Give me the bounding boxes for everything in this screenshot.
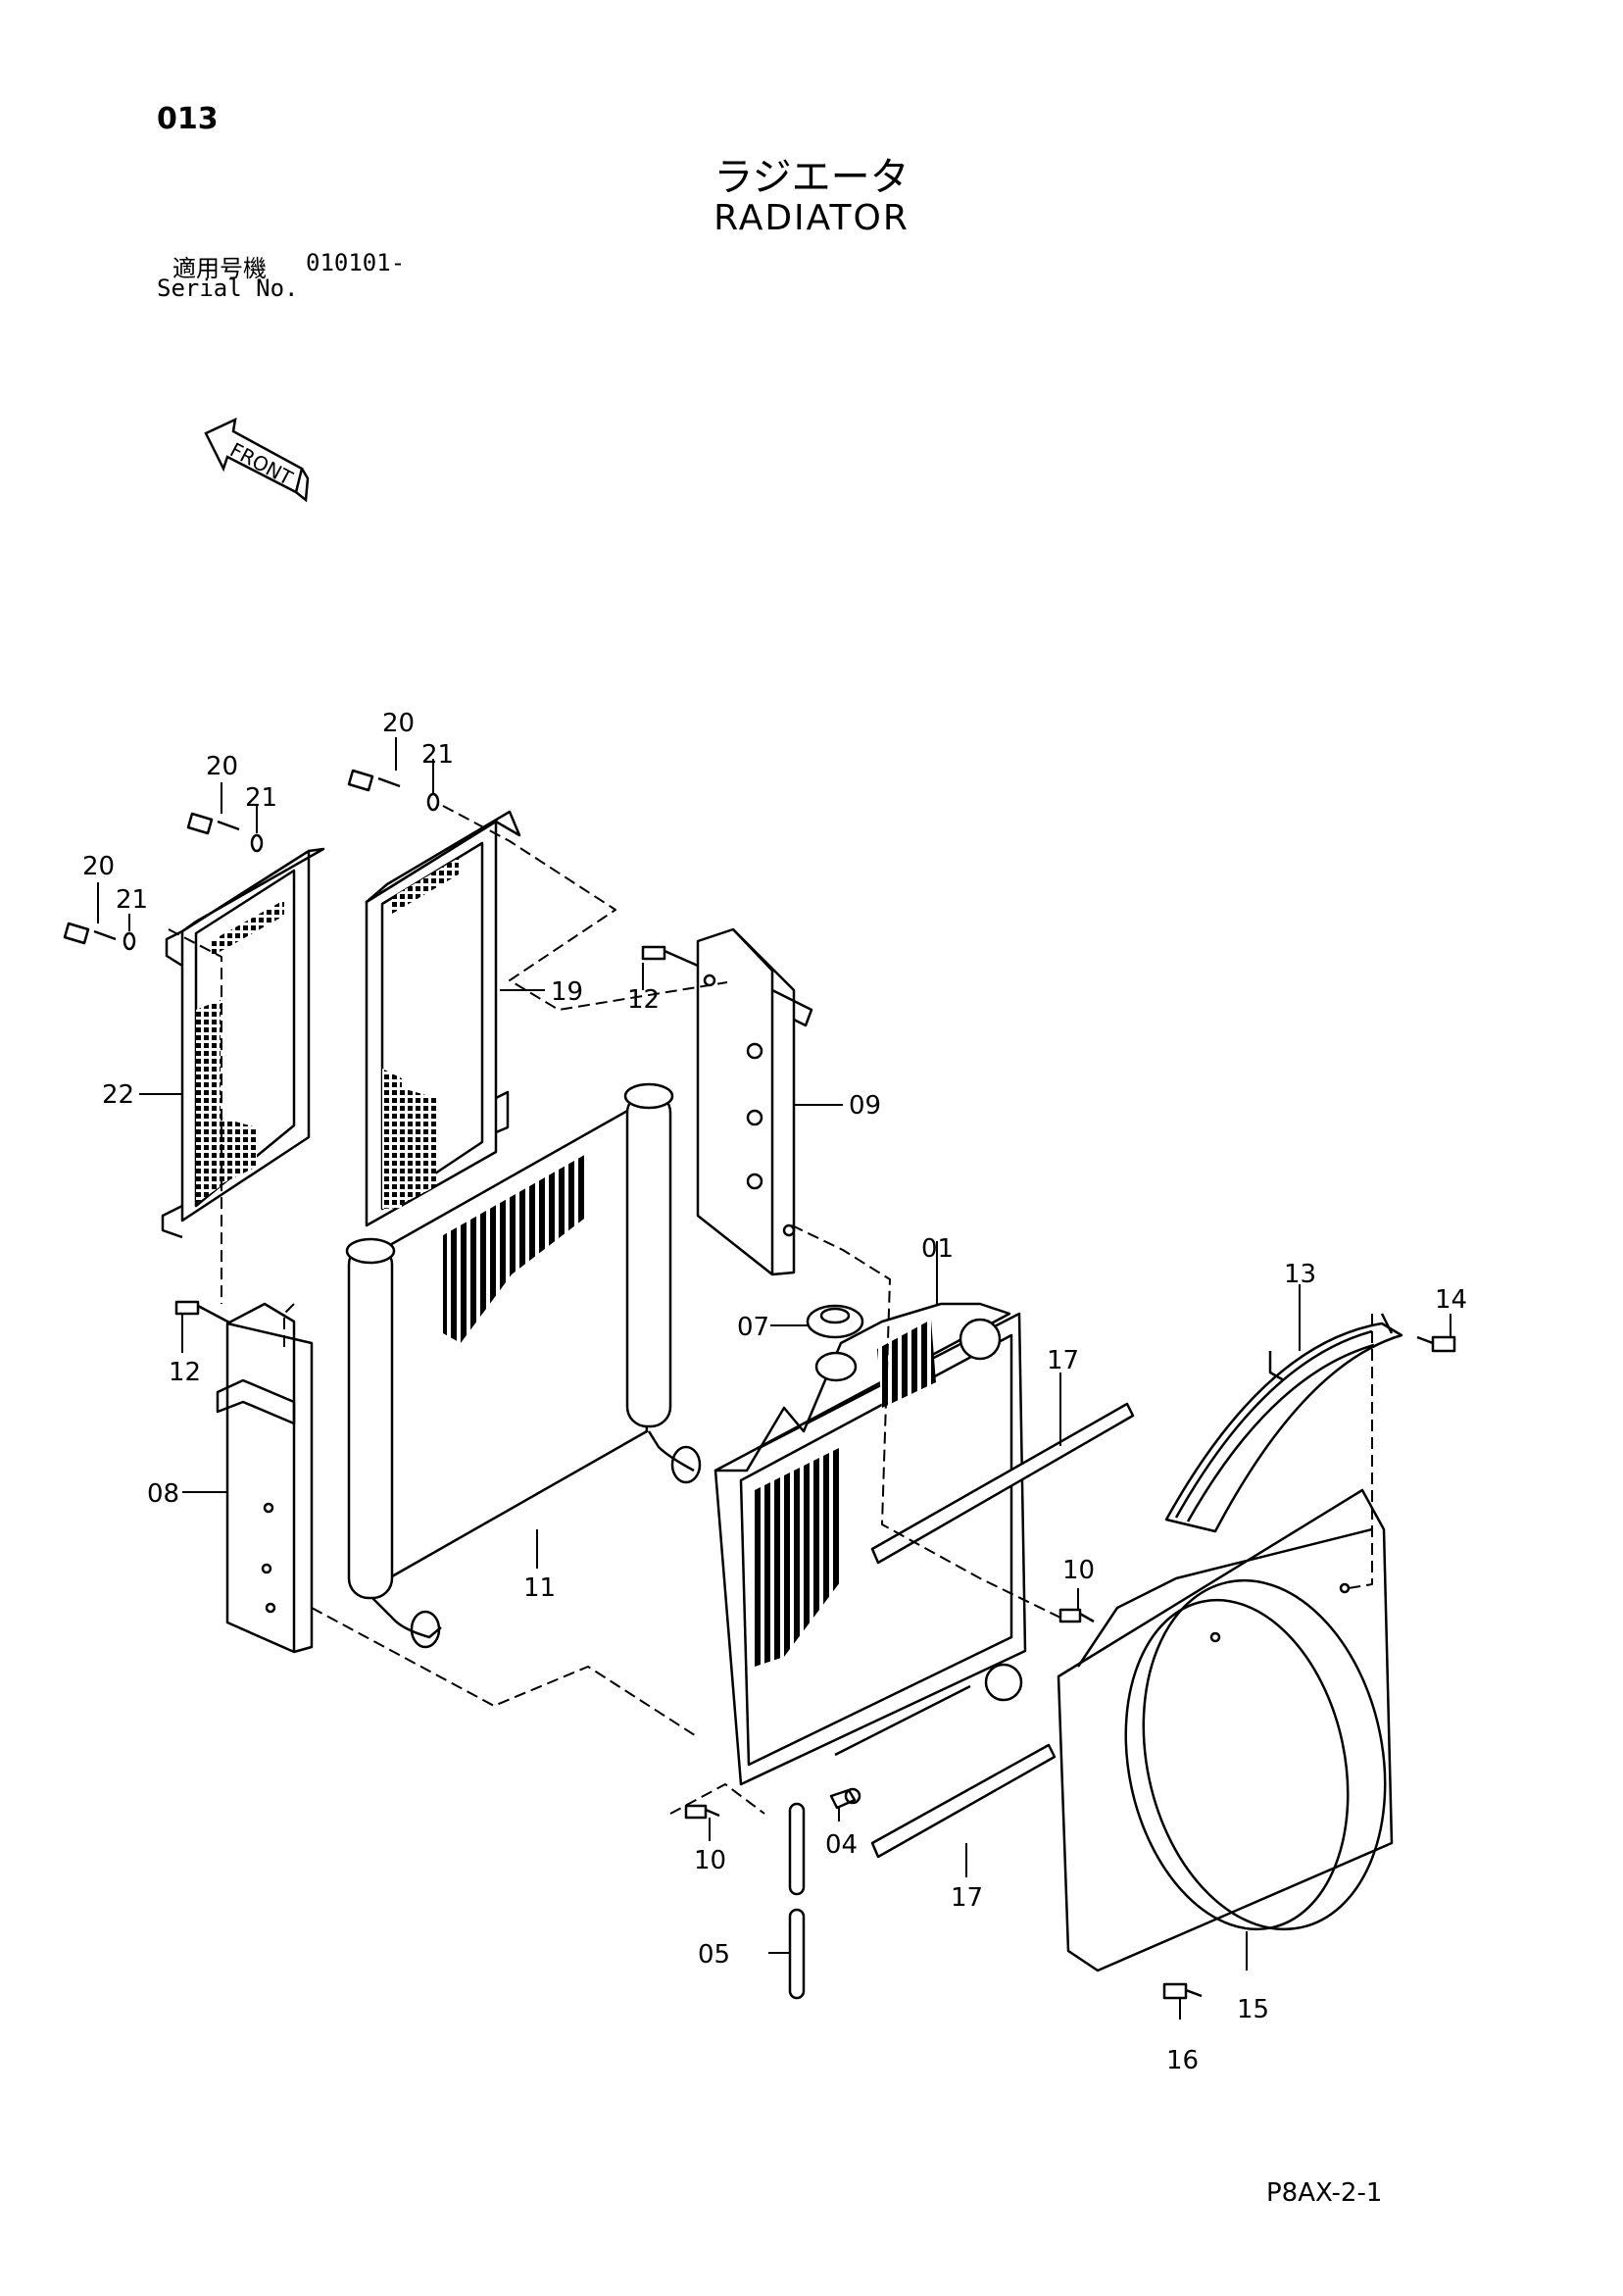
leader-lines [97, 737, 1451, 2020]
callout-07: 07 [737, 1313, 769, 1342]
callout-21-middle: 21 [245, 783, 277, 813]
page-title-english: RADIATOR [713, 198, 910, 238]
callout-15: 15 [1237, 1995, 1269, 2024]
bolt-12-upper [641, 945, 699, 968]
callout-01: 01 [921, 1234, 954, 1264]
bolt-14 [1416, 1335, 1456, 1353]
callout-16: 16 [1166, 2046, 1199, 2075]
bracket-09 [696, 927, 813, 1276]
callout-08: 08 [147, 1479, 179, 1509]
serial-number-value: 010101- [306, 249, 406, 276]
seal-strip-17-lower [870, 1743, 1057, 1859]
wing-bolts-20 [63, 769, 440, 951]
page-title-japanese: ラジエータ [713, 155, 910, 200]
bolts [174, 945, 1456, 2000]
callout-17-lower: 17 [951, 1883, 983, 1913]
callout-12-lower: 12 [169, 1358, 201, 1387]
callout-20-left: 20 [82, 852, 115, 881]
callout-10-lower: 10 [694, 1846, 726, 1875]
callout-21-left: 21 [116, 885, 148, 915]
callout-10-right: 10 [1062, 1556, 1095, 1585]
callout-12-upper: 12 [627, 985, 660, 1015]
callout-22: 22 [102, 1080, 134, 1110]
callout-05: 05 [698, 1940, 730, 1970]
radiator-cap-07 [806, 1304, 864, 1339]
callout-20-middle: 20 [206, 752, 238, 781]
callout-04: 04 [825, 1830, 858, 1860]
callout-20-right: 20 [382, 709, 415, 738]
drawing-code: P8AX-2-1 [1266, 2178, 1383, 2208]
serial-label-japanese: 適用号機 [172, 255, 267, 282]
callout-09: 09 [849, 1091, 881, 1121]
side-screen-22 [161, 847, 325, 1239]
bolt-16 [1162, 1982, 1203, 2000]
callout-11: 11 [523, 1573, 556, 1603]
bolt-10-lower [684, 1804, 720, 1820]
callout-numbers: 22 19 09 08 11 01 07 17 17 13 14 15 16 0… [82, 709, 1467, 2075]
callout-13: 13 [1284, 1260, 1316, 1289]
bolt-10-right [1058, 1608, 1095, 1623]
callout-17-upper: 17 [1047, 1346, 1079, 1375]
fan-guard-13 [1164, 1313, 1403, 1533]
fan-shroud-15 [1057, 1488, 1394, 1972]
page-number: 013 [157, 102, 219, 136]
drain-hose-05 [788, 1802, 806, 2000]
rear-screen-19 [365, 810, 521, 1227]
assembly-lines [168, 805, 1373, 1815]
drain-cock-04 [829, 1787, 861, 1810]
bracket-08 [216, 1302, 314, 1654]
callout-21-right: 21 [421, 740, 454, 770]
radiator-core-01 [713, 1302, 1027, 1786]
callout-14: 14 [1435, 1285, 1467, 1315]
oil-cooler-11 [345, 1082, 702, 1649]
front-direction-arrow: FRONT [204, 417, 310, 503]
serial-label-english: Serial No. [157, 275, 299, 302]
seal-strip-17-upper [870, 1402, 1135, 1565]
callout-19: 19 [551, 977, 583, 1007]
bolt-12-lower [174, 1300, 232, 1325]
